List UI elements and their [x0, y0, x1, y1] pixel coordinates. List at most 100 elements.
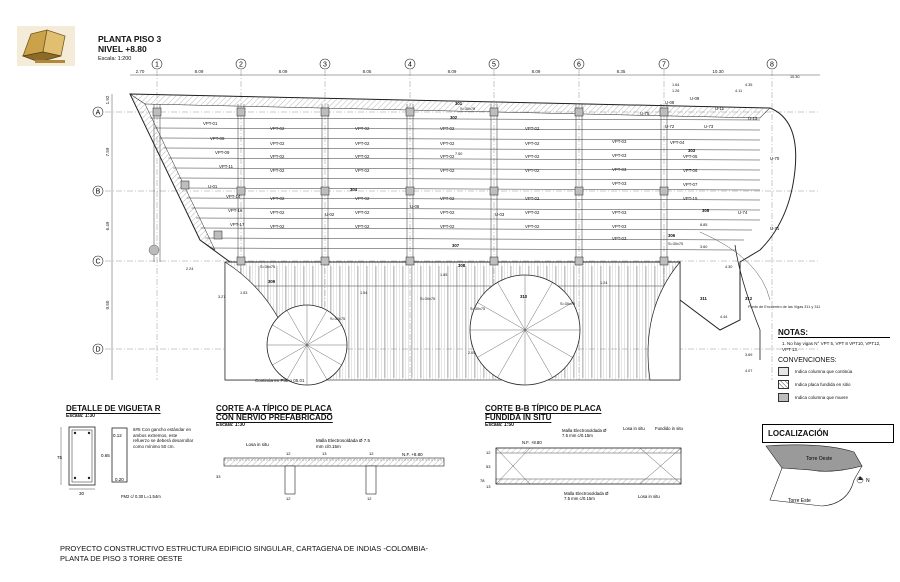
svg-text:7.5 mm c/0.15m: 7.5 mm c/0.15m: [562, 433, 593, 438]
plan-title: PLANTA PISO 3: [98, 34, 162, 44]
section-size-label: S=30x75: [460, 107, 475, 111]
beam-line: [186, 197, 761, 201]
u-mark-label: U-03: [495, 212, 505, 217]
grid-label-row: B: [96, 189, 101, 196]
beam-label-vt: 307: [452, 243, 460, 248]
beam-line: [205, 237, 745, 241]
beam-label-vt: 310: [520, 294, 528, 299]
dimension-label: 4.07: [745, 369, 752, 373]
convention-swatch: [778, 393, 789, 402]
grid-label-col: 4: [408, 62, 412, 69]
beam-label-vt: 305: [702, 208, 710, 213]
beam-line: [191, 207, 761, 211]
beam-label-vpt: VPT-02: [525, 196, 540, 201]
beam-label-vpt: VPT-02: [355, 210, 370, 215]
beam-label-vpt: VPT-02: [355, 196, 370, 201]
circle-diameter-line: [477, 302, 573, 358]
grid-label-col: 5: [492, 62, 496, 69]
column-marker: [180, 180, 190, 190]
convention-label: Indica columna que continúa: [795, 368, 853, 374]
grid-dim-left: 1.92: [105, 95, 110, 104]
grid-dim-top: 8.35: [617, 69, 626, 74]
convention-swatch: [778, 380, 789, 389]
column-marker: [659, 256, 669, 266]
beam-label-vpt: VPT-03: [612, 224, 627, 229]
drawing-footer: PROYECTO CONSTRUCTIVO ESTRUCTURA EDIFICI…: [60, 544, 428, 564]
beam-label-vpt: VPT-03: [612, 153, 627, 158]
svg-text:12: 12: [486, 450, 491, 455]
dimension-label: 1.53: [240, 291, 247, 295]
grid-label-col: 7: [662, 62, 666, 69]
svg-text:0.65: 0.65: [101, 453, 110, 458]
corte-b-scale: Escala: 1:50: [485, 422, 514, 428]
section-size-label: S=30x75: [470, 307, 485, 311]
svg-text:FM2 c/ 0.30 L=1.54m: FM2 c/ 0.30 L=1.54m: [121, 494, 161, 499]
u-mark-label: U-72: [665, 124, 675, 129]
beam-line: [163, 147, 761, 151]
continuation-note: Continúa en Plano 05.01: [255, 378, 305, 383]
beam-label-vt: 304: [350, 187, 358, 192]
u-mark-label: U-71: [770, 226, 780, 231]
grid-bubble-row: [92, 343, 104, 355]
footer-project-line: PROYECTO CONSTRUCTIVO ESTRUCTURA EDIFICI…: [60, 544, 428, 553]
dimension-label: 4.30: [725, 265, 732, 269]
plan-scale: Escala: 1:200: [98, 56, 132, 62]
svg-text:Losa in situ: Losa in situ: [246, 442, 269, 447]
location-title: LOCALIZACIÓN: [762, 424, 894, 443]
beam-label-vt: 301: [455, 101, 463, 106]
svg-text:13: 13: [322, 451, 327, 456]
dimension-label: 1.26: [672, 89, 679, 93]
u-mark-label: U-01: [208, 184, 218, 189]
beam-label-vpt: VPT-04: [670, 140, 685, 145]
column-marker: [574, 186, 584, 196]
svg-text:N.F. +8.80: N.F. +8.80: [402, 452, 423, 457]
beam-label-vpt: VPT-17: [230, 222, 245, 227]
location-map: Torre Oeste Torre Este N: [765, 444, 870, 507]
grid-dim-left: 0.50: [105, 300, 110, 309]
u-mark-label: U-70: [770, 156, 780, 161]
beam-label-vpt: VPT-02: [440, 141, 455, 146]
column-marker: [574, 256, 584, 266]
beam-label-vpt: VPT-02: [525, 210, 540, 215]
beam-label-vpt: VPT-03: [612, 139, 627, 144]
svg-text:30: 30: [79, 491, 85, 496]
dimension-label: 1.54: [360, 291, 367, 295]
dimension-label: 1.65: [440, 273, 447, 277]
grid-bubble-col: [404, 58, 416, 70]
beam-label-vpt: VPT-02: [270, 141, 285, 146]
dimension-label: 10.30: [790, 75, 800, 79]
u-mark-label: U-73: [704, 124, 714, 129]
beam-label-vpt: VPT-03: [612, 167, 627, 172]
beam-label-vpt: VPT-02: [440, 154, 455, 159]
convention-row: Indica placa fundida en sitio: [778, 380, 890, 389]
convention-label: Indica columna que muere: [795, 394, 849, 400]
column-marker: [320, 107, 330, 117]
grid-bubble-col: [766, 58, 778, 70]
svg-text:12: 12: [286, 496, 291, 501]
column-marker: [320, 256, 330, 266]
beam-label-vpt: VPT-14: [226, 194, 241, 199]
corte-b-title-2: FUNDIDA IN SITU: [485, 413, 552, 422]
dimension-label: 3.69: [745, 353, 752, 357]
beam-label-vpt: VPT-07: [683, 182, 698, 187]
svg-text:Losa in situ: Losa in situ: [638, 494, 660, 499]
grid-bubble-col: [573, 58, 585, 70]
grid-dim-left: 6.49: [105, 221, 110, 230]
corte-a-title-1: CORTE A-A TÍPICO DE PLACA: [216, 404, 332, 413]
beam-label-vt: 309: [268, 279, 276, 284]
u-mark-label: U-02: [325, 212, 335, 217]
svg-text:Malla Electrosoldada Ø: Malla Electrosoldada Ø: [562, 428, 607, 433]
beam-label-vpt: VPT-02: [270, 126, 285, 131]
beam-label-vpt: VPT-02: [525, 224, 540, 229]
slab-outline: [129, 93, 797, 331]
convention-label: Indica placa fundida en sitio: [795, 381, 851, 387]
beam-line: [172, 167, 761, 171]
grid-bubble-row: [92, 255, 104, 267]
column-marker: [236, 107, 246, 117]
beam-label-vpt: VPT-05: [683, 154, 698, 159]
column-marker: [320, 186, 330, 196]
beam-label-vpt: VPT-09: [215, 150, 230, 155]
beam-label-vpt: VPT-15: [683, 196, 698, 201]
grid-label-row: A: [96, 110, 101, 117]
